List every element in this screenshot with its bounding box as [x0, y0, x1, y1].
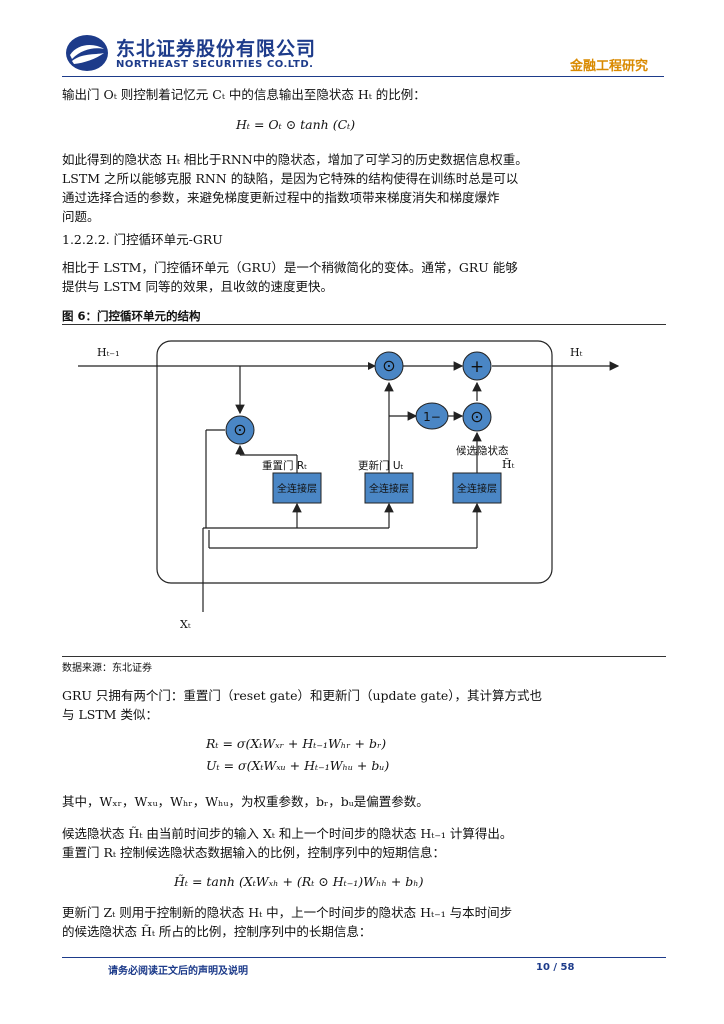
candidate-symbol: H̃ₜ	[502, 458, 515, 471]
page-number: 10 / 58	[536, 962, 575, 973]
op-label: ⊙	[233, 420, 246, 439]
paragraph: 的候选隐状态 H̃ₜ 所占的比例，控制序列中的长期信息：	[62, 924, 372, 939]
update-gate-label: 更新门 Uₜ	[358, 459, 404, 472]
figure-title: 图 6：门控循环单元的结构	[62, 309, 201, 323]
gru-cell-box	[156, 340, 553, 584]
company-logo-icon	[66, 35, 108, 71]
paragraph: 其中，Wₓᵣ，Wₓᵤ，Wₕᵣ，Wₕᵤ，为权重参数，bᵣ，bᵤ是偏置参数。	[62, 794, 429, 809]
multiply-node	[225, 415, 255, 445]
paragraph: 如此得到的隐状态 Hₜ 相比于RNN中的隐状态，增加了可学习的历史数据信息权重。	[62, 152, 528, 167]
company-name-cn: 东北证券股份有限公司	[116, 38, 317, 60]
multiply-node	[462, 402, 492, 432]
op-label: 1−	[423, 410, 441, 424]
section-heading: 1.2.2.2. 门控循环单元-GRU	[62, 232, 223, 247]
figure-source: 数据来源：东北证券	[62, 663, 152, 674]
paragraph: GRU 只拥有两个门：重置门（reset gate）和更新门（update ga…	[62, 688, 542, 703]
fc-layer-candidate	[452, 472, 502, 504]
fc-layer-label: 全连接层	[457, 482, 497, 495]
reset-gate-label: 重置门 Rₜ	[262, 459, 307, 472]
footer-divider	[62, 957, 666, 958]
op-label: +	[470, 357, 484, 377]
paragraph: LSTM 之所以能够克服 RNN 的缺陷，是因为它特殊的结构使得在训练时总是可以	[62, 171, 519, 186]
one-minus-node	[415, 402, 449, 430]
footer-disclaimer: 请务必阅读正文后的声明及说明	[108, 966, 248, 977]
figure-top-rule	[62, 324, 666, 325]
fc-layer-label: 全连接层	[277, 482, 317, 495]
paragraph: 与 LSTM 类似：	[62, 707, 158, 722]
fc-layer-update	[364, 472, 414, 504]
header: 东北证券股份有限公司 NORTHEAST SECURITIES CO.LTD. …	[0, 0, 724, 80]
candidate-label: 候选隐状态	[456, 444, 509, 457]
paragraph: 提供与 LSTM 同等的效果，且收敛的速度更快。	[62, 279, 333, 294]
fc-layer-reset	[272, 472, 322, 504]
add-node	[462, 351, 492, 381]
company-name-en: NORTHEAST SECURITIES CO.LTD.	[116, 59, 314, 70]
paragraph: 候选隐状态 H̃ₜ 由当前时间步的输入 Xₜ 和上一个时间步的隐状态 Hₜ₋₁ …	[62, 826, 513, 841]
paragraph: 相比于 LSTM，门控循环单元（GRU）是一个稍微简化的变体。通常，GRU 能够	[62, 260, 518, 275]
figure-bottom-rule	[62, 656, 666, 657]
h-prev-label: Hₜ₋₁	[97, 346, 120, 359]
section-title: 金融工程研究	[570, 59, 649, 74]
paragraph: 通过选择合适的参数，来避免梯度更新过程中的指数项带来梯度消失和梯度爆炸	[62, 190, 500, 205]
equation: Hₜ = Oₜ ⊙ tanh (Cₜ)	[236, 117, 356, 132]
header-divider	[62, 76, 664, 77]
paragraph: 问题。	[62, 209, 100, 224]
fc-layer-label: 全连接层	[369, 482, 409, 495]
gru-diagram: ⊙ + ⊙ ⊙ 1− 全连接层 全连接层 全连接层 Hₜ₋₁ Hₜ Xₜ 重置门…	[78, 340, 620, 631]
equation: H̃ₜ = tanh (XₜWₓₕ + (Rₜ ⊙ Hₜ₋₁)Wₕₕ + bₕ)	[174, 874, 424, 889]
equation: Uₜ = σ(XₜWₓᵤ + Hₜ₋₁Wₕᵤ + bᵤ)	[206, 758, 390, 773]
h-t-label: Hₜ	[570, 346, 583, 359]
op-label: ⊙	[470, 407, 483, 426]
paragraph: 重置门 Rₜ 控制候选隐状态数据输入的比例，控制序列中的短期信息：	[62, 845, 445, 860]
equation: Rₜ = σ(XₜWₓᵣ + Hₜ₋₁Wₕᵣ + bᵣ)	[206, 736, 387, 751]
paragraph: 更新门 Zₜ 则用于控制新的隐状态 Hₜ 中，上一个时间步的隐状态 Hₜ₋₁ 与…	[62, 905, 513, 920]
x-t-label: Xₜ	[180, 618, 191, 631]
op-label: ⊙	[382, 356, 395, 375]
multiply-node	[374, 351, 404, 381]
paragraph: 输出门 Oₜ 则控制着记忆元 Cₜ 中的信息输出至隐状态 Hₜ 的比例：	[62, 87, 426, 102]
